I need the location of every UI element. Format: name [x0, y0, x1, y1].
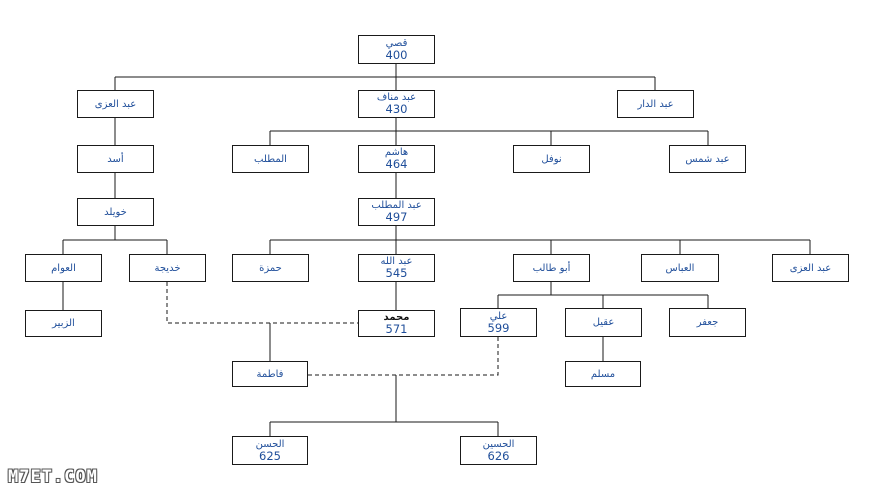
node-abd-al-muttalib: عبد المطلب 497 [358, 198, 435, 226]
node-abu-talib: أبو طالب [513, 254, 590, 282]
node-name: أبو طالب [532, 262, 571, 274]
node-abd-al-dar: عبد الدار [617, 90, 694, 118]
node-hashim: هاشم 464 [358, 145, 435, 173]
node-khadija: خديجة [129, 254, 206, 282]
node-name: عقيل [592, 317, 615, 328]
node-name: جعفر [696, 317, 719, 328]
node-name: عبد العزى [789, 262, 832, 274]
node-name: فاطمة [256, 368, 284, 380]
node-name: عبد مناف [376, 92, 417, 104]
node-name: خديجة [154, 262, 181, 274]
node-name: علي [489, 310, 508, 322]
node-al-husayn: الحسين 626 [460, 436, 537, 465]
node-abd-al-uzza: عبد العزى [77, 90, 154, 118]
node-name: الحسن [255, 438, 285, 450]
connector-qusay-children [114, 64, 656, 90]
node-khuwaylid: خويلد [77, 198, 154, 226]
node-number: 430 [385, 102, 408, 117]
node-name: عبد الله [380, 256, 413, 268]
node-name: عبد شمس [685, 153, 730, 165]
node-name: أسد [107, 153, 124, 165]
node-al-zubayr: الزبير [25, 310, 102, 337]
node-name: قصي [385, 37, 408, 49]
node-abd-manaf: عبد مناف 430 [358, 90, 435, 118]
node-name: خويلد [104, 206, 127, 218]
node-name: العباس [665, 262, 695, 274]
node-aqil: عقيل [565, 308, 642, 337]
node-name: مسلم [590, 368, 616, 380]
node-name: الحسين [482, 438, 515, 450]
node-name: عبد المطلب [371, 200, 422, 212]
node-asad: أسد [77, 145, 154, 173]
node-name: عبد العزى [94, 98, 137, 110]
node-name: نوفل [541, 153, 562, 165]
node-al-abbas: العباس [641, 254, 719, 282]
connector-abd-al-muttalib-children [269, 226, 811, 254]
node-number: 626 [487, 448, 510, 463]
node-number: 571 [385, 321, 408, 336]
node-muhammad: محمد 571 [358, 310, 435, 337]
node-nawfal: نوفل [513, 145, 590, 173]
node-number: 545 [385, 266, 408, 281]
node-al-muttalib: المطلب [232, 145, 309, 173]
node-name: العوام [51, 262, 76, 274]
node-muslim: مسلم [565, 361, 641, 387]
node-jafar: جعفر [669, 308, 746, 337]
node-al-hasan: الحسن 625 [232, 436, 308, 465]
node-name: هاشم [384, 147, 409, 159]
connector-khuwaylid-children [62, 226, 168, 254]
node-al-awwam: العوام [25, 254, 102, 282]
node-abd-al-uzza-2: عبد العزى [772, 254, 849, 282]
node-abd-shams: عبد شمس [669, 145, 746, 173]
node-qusay: قصي 400 [358, 35, 435, 64]
node-fatima: فاطمة [232, 361, 308, 387]
node-name: الزبير [52, 318, 75, 329]
connector-fatima-ali-children [269, 375, 499, 436]
node-name: المطلب [254, 153, 287, 165]
site-watermark: M7ET.COM [8, 467, 98, 487]
node-abdullah: عبد الله 545 [358, 254, 435, 282]
node-number: 400 [385, 47, 408, 62]
node-number: 599 [487, 320, 510, 335]
connector-abu-talib-children [497, 282, 709, 308]
node-number: 497 [385, 210, 408, 225]
connector-abd-manaf-children [269, 118, 709, 145]
marriage-line-fatima-ali [308, 337, 499, 376]
node-name: عبد الدار [637, 98, 674, 110]
node-hamza: حمزة [232, 254, 309, 282]
marriage-line-khadija-muhammad [166, 282, 358, 324]
node-number: 625 [259, 448, 281, 463]
node-ali: علي 599 [460, 308, 537, 337]
node-number: 464 [385, 157, 408, 172]
node-name: حمزة [259, 262, 282, 274]
node-name: محمد [383, 311, 410, 323]
